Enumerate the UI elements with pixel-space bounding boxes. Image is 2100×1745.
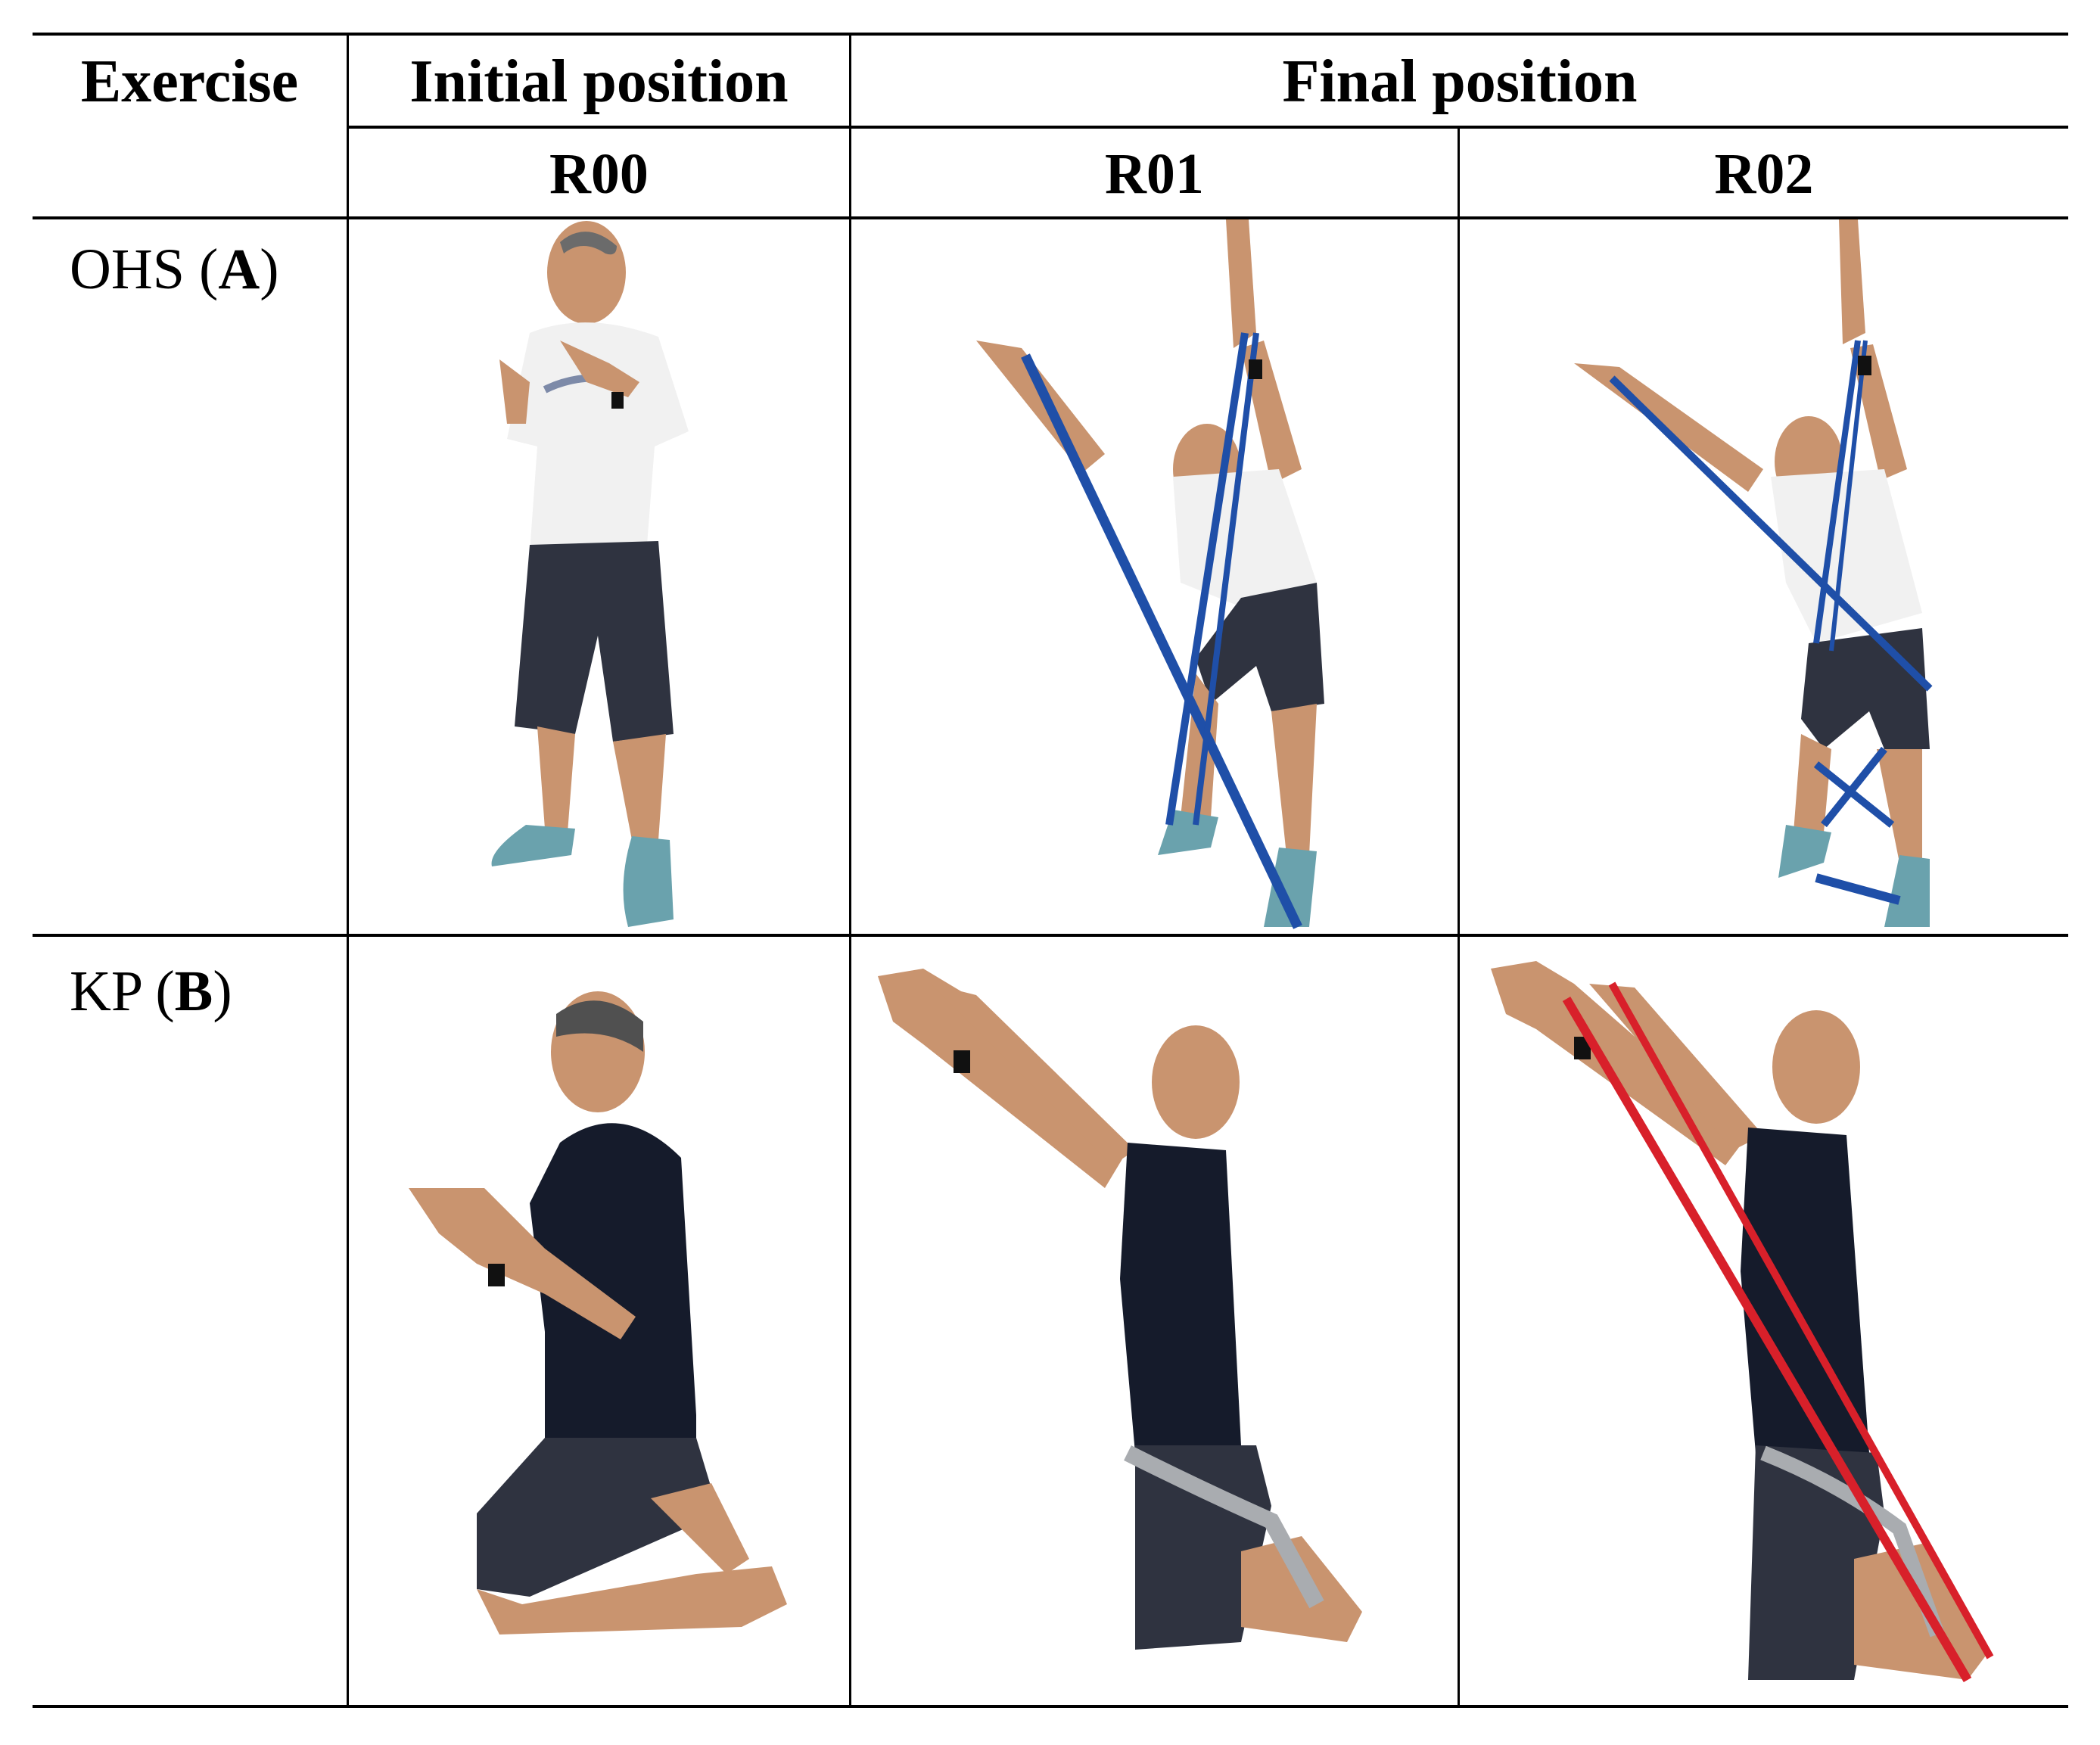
row-label-kp: KP (B) — [70, 960, 232, 1023]
subheader-r02: R02 — [1714, 142, 1814, 206]
subheader-r01: R01 — [1105, 142, 1204, 206]
row-label-ohs-letter: A — [218, 238, 260, 301]
col-divider-1 — [347, 33, 349, 1706]
header-mid-rule — [349, 126, 2068, 129]
photo-ohs-r00 — [454, 219, 757, 931]
row-label-ohs-name: OHS — [70, 238, 185, 301]
photo-ohs-r01 — [954, 219, 1377, 931]
photo-kp-r02 — [1491, 953, 2036, 1695]
table-bottom-rule — [33, 1705, 2068, 1708]
photo-kp-r00 — [394, 984, 802, 1665]
col-divider-3 — [1458, 126, 1460, 1706]
row-separator-rule — [33, 934, 2068, 937]
row-label-kp-name: KP — [70, 960, 142, 1023]
photo-kp-r01 — [878, 961, 1423, 1680]
row-label-ohs: OHS (A) — [70, 238, 279, 301]
row-label-kp-letter: B — [174, 960, 213, 1023]
table-top-rule — [33, 33, 2068, 36]
col-divider-2 — [849, 33, 851, 1706]
photo-ohs-r02 — [1566, 219, 1960, 931]
header-exercise: Exercise — [80, 48, 299, 115]
header-final-position: Final position — [1282, 48, 1638, 115]
header-initial-position: Initial position — [409, 48, 789, 115]
header-bottom-rule — [33, 216, 2068, 219]
subheader-r00: R00 — [549, 142, 649, 206]
